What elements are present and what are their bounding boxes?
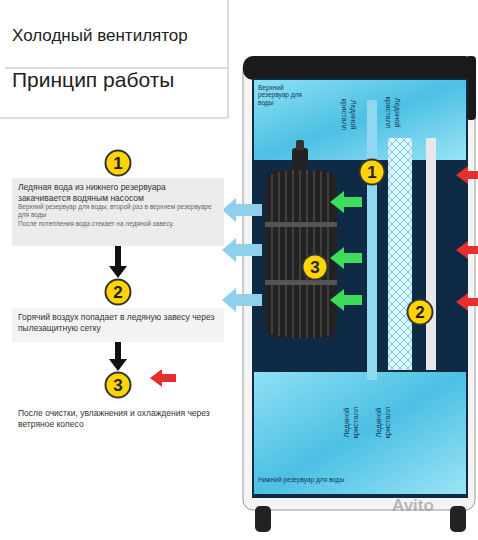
wheel xyxy=(450,506,466,532)
title: Холодный вентилятор xyxy=(12,26,188,46)
fan-band xyxy=(265,280,337,285)
arrow-head xyxy=(109,266,127,278)
fan-band xyxy=(265,222,337,227)
wheel xyxy=(255,506,271,532)
watermark: Avito xyxy=(392,496,472,516)
number-circle: 3 xyxy=(301,253,329,281)
callout-number: 1 xyxy=(367,164,376,181)
subtitle: Принцип работы xyxy=(12,68,222,92)
circle-shape xyxy=(408,300,433,325)
reservoir-label-box: Верхний резервуар для воды xyxy=(258,84,316,106)
part-label: Ледяной кристалл xyxy=(339,91,356,137)
step-text-box: Ледяная вода из нижнего резервуара закач… xyxy=(12,178,224,246)
circle-shape xyxy=(360,160,385,185)
lower-water xyxy=(254,372,466,494)
number-circle: 2 xyxy=(104,278,132,306)
device-top xyxy=(243,56,475,80)
number-circle: 3 xyxy=(104,371,132,399)
inner-panel xyxy=(252,78,468,498)
part-label: Ледяной кристалл xyxy=(375,399,392,445)
cold-air-arrows xyxy=(222,198,262,312)
step-text-box: После очистки, увлажнения и охлаждения ч… xyxy=(12,404,224,434)
airflow-arrows xyxy=(330,191,362,311)
arrow-head xyxy=(109,359,127,371)
circle-shape xyxy=(303,255,328,280)
step-text: После очистки, увлажнения и охлаждения ч… xyxy=(18,408,218,429)
callout-number: 3 xyxy=(113,377,122,394)
fan-hub xyxy=(296,140,304,150)
step-text: Горячий воздух попадает в ледяную завесу… xyxy=(18,312,218,333)
flow-arrow xyxy=(109,246,127,278)
part-label: Ледяной кристалл xyxy=(383,89,400,135)
circle-shape xyxy=(106,373,131,398)
reservoir-label-box: Нижний резервуар для воды xyxy=(258,476,378,488)
step-text: Верхний резервуар для воды, второй раз в… xyxy=(18,203,218,219)
callout-number: 3 xyxy=(310,259,319,276)
circle-shape xyxy=(106,151,131,176)
ice-curtain xyxy=(388,138,412,370)
fan-ribs xyxy=(272,170,328,338)
callout-number: 2 xyxy=(415,304,424,321)
dust-filter xyxy=(426,138,436,370)
arrow-shaft xyxy=(115,342,121,359)
step-text: После потепления вода стекает на ледяной… xyxy=(18,220,218,228)
frame-line xyxy=(0,118,228,119)
water-pipe xyxy=(367,100,377,380)
part-label: Ледяной кристалл xyxy=(343,399,360,445)
step-text-box: Горячий воздух попадает в ледяную завесу… xyxy=(12,308,224,342)
number-circle: 2 xyxy=(406,298,434,326)
step-text: Нижний резервуар для воды xyxy=(258,476,378,483)
frame-line xyxy=(228,0,229,118)
arrow-shaft xyxy=(115,246,121,266)
circle-shape xyxy=(106,280,131,305)
step-text: Ледяная вода из нижнего резервуара закач… xyxy=(18,182,218,203)
callout-number: 2 xyxy=(113,284,122,301)
number-circle: 1 xyxy=(358,158,386,186)
device-body xyxy=(243,58,475,510)
fan-drum xyxy=(265,170,337,338)
flow-arrow xyxy=(109,342,127,371)
number-circle: 1 xyxy=(104,149,132,177)
callout-number: 1 xyxy=(113,155,122,172)
step-text: Верхний резервуар для воды xyxy=(258,84,316,106)
